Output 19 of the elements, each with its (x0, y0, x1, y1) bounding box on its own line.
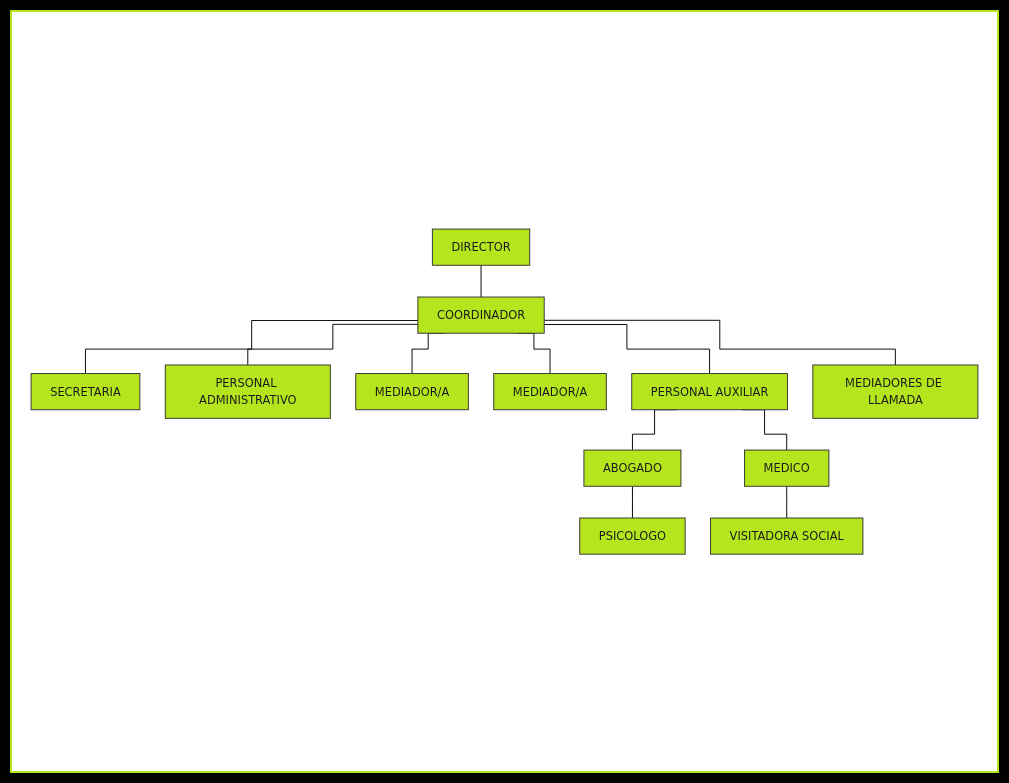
node-box: MEDIADOR/A (355, 372, 469, 411)
node-box: MEDICO (744, 449, 830, 487)
node-box: PERSONAL AUXILIAR (631, 372, 788, 411)
connector (480, 264, 482, 298)
connector (786, 485, 788, 519)
node-box: SECRETARIA (30, 372, 141, 411)
node-box: DIRECTOR (431, 228, 531, 266)
node-box: MEDIADOR/A (493, 372, 607, 411)
connector (631, 485, 633, 519)
node-box: PSICOLOGO (579, 517, 686, 555)
node-box: VISITADORA SOCIAL (710, 517, 864, 555)
node-box: MEDIADORES DE LLAMADA (812, 364, 979, 419)
connector (543, 319, 896, 366)
connector (543, 323, 711, 374)
node-box: PERSONAL ADMINISTRATIVO (164, 364, 331, 419)
node-box: ABOGADO (583, 449, 682, 487)
connector (247, 323, 419, 366)
connector (85, 319, 419, 374)
node-box: COORDINADOR (417, 296, 545, 334)
